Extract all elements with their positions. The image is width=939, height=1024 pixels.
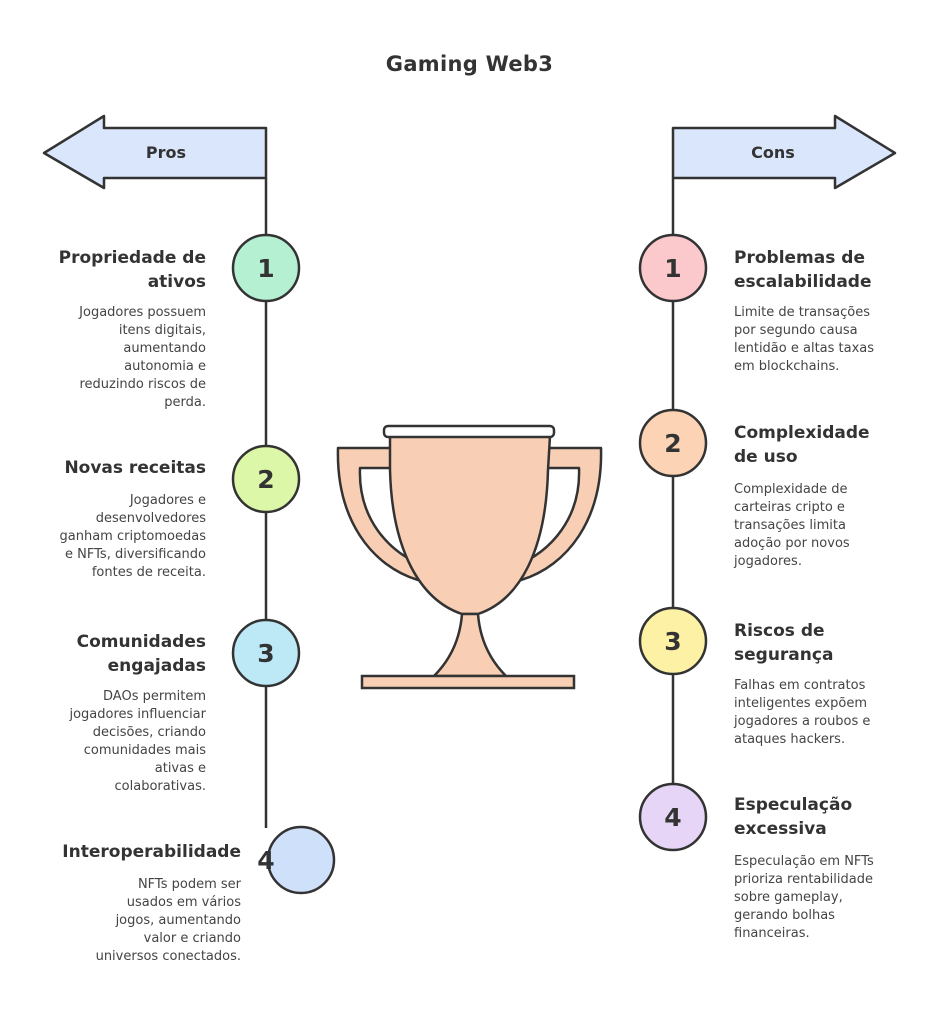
- pros-badge-4: 4: [257, 845, 275, 875]
- cons-badge-4-circle: [638, 782, 708, 852]
- pros-item-3-title: Comunidades engajadas: [76, 632, 206, 676]
- pros-item-3-desc: DAOs permitem jogadores influenciar deci…: [69, 689, 206, 794]
- cons-item-3-desc: Falhas em contratos inteligentes expõem …: [734, 678, 871, 747]
- pros-badge-3: 3: [257, 638, 275, 668]
- cons-item-2-desc: Complexidade de carteiras cripto e trans…: [734, 482, 850, 569]
- cons-arrow: [671, 114, 897, 190]
- pros-item-4-desc: NFTs podem ser usados em vários jogos, a…: [95, 877, 241, 964]
- pros-item-2-title: Novas receitas: [64, 458, 206, 478]
- pros-badge-2-circle: [231, 444, 301, 514]
- cons-badge-2-circle: [638, 408, 708, 478]
- cons-badge-4: 4: [664, 802, 682, 832]
- pros-item-2-desc: Jogadores e desenvolvedores ganham cript…: [59, 493, 206, 580]
- pros-item-1-desc: Jogadores possuem itens digitais, aument…: [79, 305, 206, 410]
- trophy-icon: [336, 424, 603, 690]
- pros-label: Pros: [145, 143, 187, 162]
- page-title: Gaming Web3: [385, 52, 554, 76]
- cons-item-4-desc: Especulação em NFTs prioriza rentabilida…: [734, 854, 874, 941]
- cons-badge-2: 2: [664, 428, 682, 458]
- pros-badge-2: 2: [257, 464, 275, 494]
- pros-item-4-title: Interoperabilidade: [62, 842, 241, 862]
- pros-badge-1: 1: [257, 253, 275, 283]
- cons-item-3-title: Riscos de segurança: [734, 621, 834, 665]
- pros-badge-4-circle: [266, 825, 336, 895]
- pros-item-1-title: Propriedade de ativos: [58, 248, 206, 292]
- cons-item-2-title: Complexidade de uso: [734, 423, 870, 467]
- cons-item-1-desc: Limite de transações por segundo causa l…: [734, 305, 875, 374]
- cons-badge-1: 1: [664, 253, 682, 283]
- cons-badge-1-circle: [638, 233, 708, 303]
- pros-arrow: [42, 114, 268, 190]
- pros-badge-1-circle: [231, 233, 301, 303]
- pros-badge-3-circle: [231, 618, 301, 688]
- cons-badge-3: 3: [664, 626, 682, 656]
- cons-item-4-title: Especulação excessiva: [734, 795, 853, 839]
- cons-item-1-title: Problemas de escalabilidade: [734, 248, 872, 292]
- cons-label: Cons: [751, 143, 795, 162]
- cons-badge-3-circle: [638, 606, 708, 676]
